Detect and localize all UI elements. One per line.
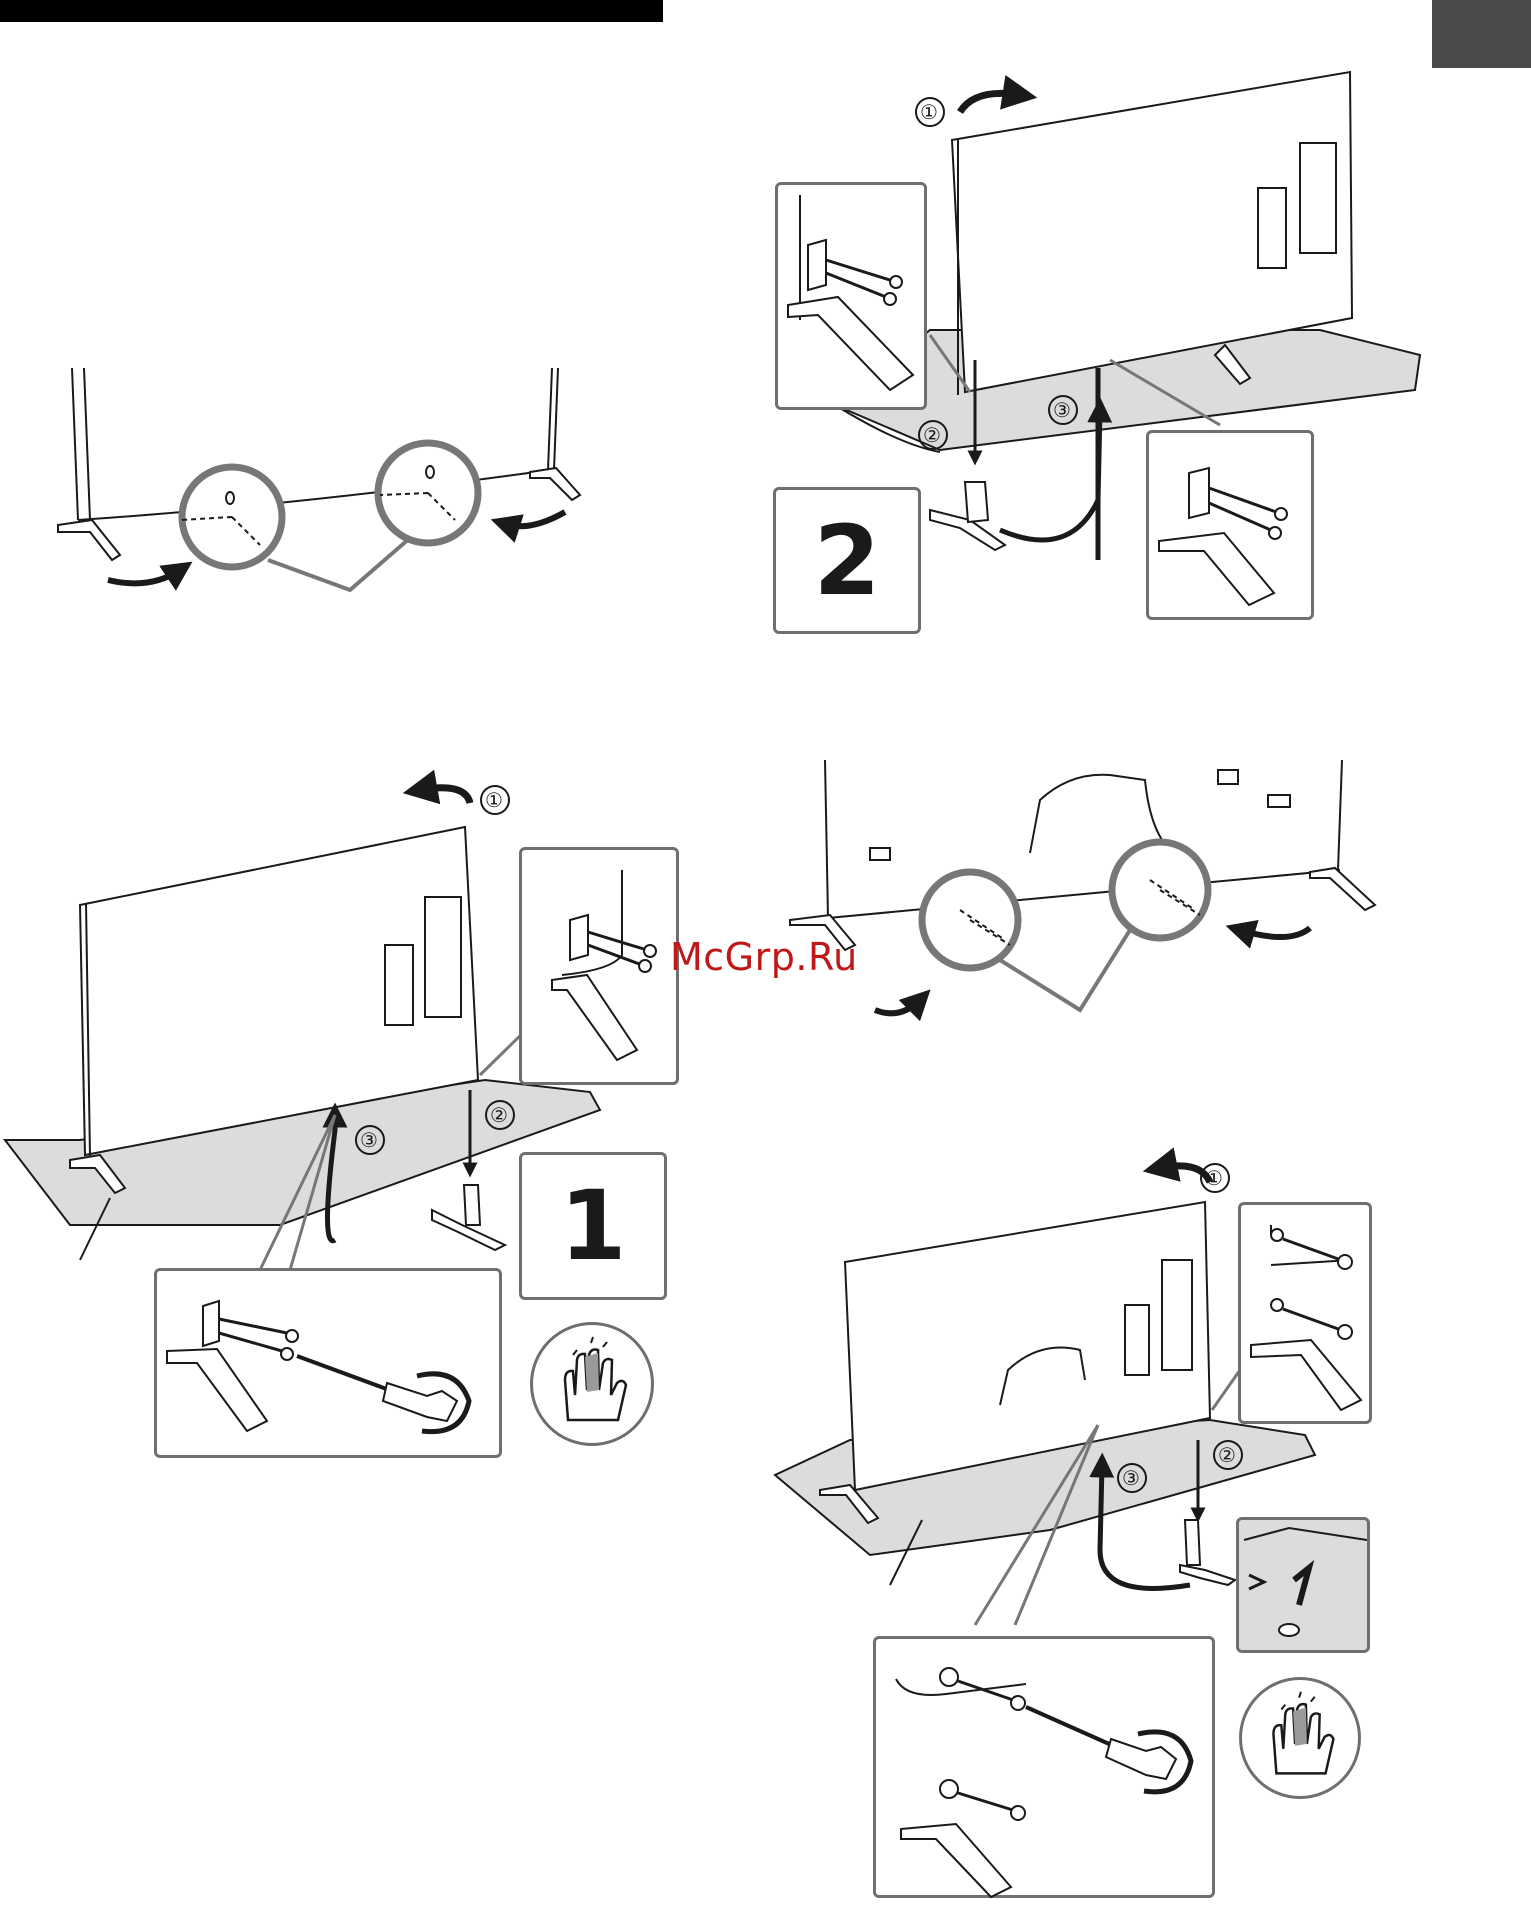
screwdriver-detail-icon: [876, 1639, 1218, 1901]
screw-detail-icon: [1241, 1205, 1375, 1427]
step-1-illustration: [5, 786, 600, 1270]
detail-box-br-right: [1238, 1202, 1372, 1424]
callout-1: ①: [920, 100, 938, 124]
detail-box-tr-left: [775, 182, 927, 410]
tv-front-stand-detail: [58, 368, 580, 590]
detail-box-br-label: [1236, 1517, 1370, 1653]
screwdriver-detail-icon: [157, 1271, 505, 1461]
step-1-label: 1: [519, 1152, 667, 1300]
detail-box-tr-right: [1146, 430, 1314, 620]
callout-2: ②: [1218, 1443, 1236, 1467]
hand-caution-box: [1239, 1677, 1361, 1799]
screw-detail-icon: [522, 850, 682, 1088]
hand-caution-box: [530, 1322, 654, 1446]
final-assembly-illustration: [775, 1164, 1315, 1625]
callout-3: ③: [1122, 1466, 1140, 1490]
stand-number-icon: [1239, 1520, 1367, 1650]
callout-2: ②: [490, 1103, 508, 1127]
callout-3: ③: [1053, 398, 1071, 422]
hand-caution-icon: [1242, 1680, 1358, 1796]
callout-1: ①: [1205, 1166, 1223, 1190]
callout-2: ②: [923, 423, 941, 447]
screw-detail-icon: [1149, 433, 1317, 623]
tv-back-stand-detail: [790, 760, 1375, 1013]
watermark-text: McGrp.Ru: [670, 935, 858, 979]
detail-box-ml-right: [519, 847, 679, 1085]
screw-detail-icon: [778, 185, 930, 413]
callout-3: ③: [360, 1128, 378, 1152]
step-2-label: 2: [773, 487, 921, 634]
hand-caution-icon: [533, 1325, 651, 1443]
detail-box-ml-bottom: [154, 1268, 502, 1458]
detail-box-br-bottom: [873, 1636, 1215, 1898]
callout-1: ①: [485, 788, 503, 812]
